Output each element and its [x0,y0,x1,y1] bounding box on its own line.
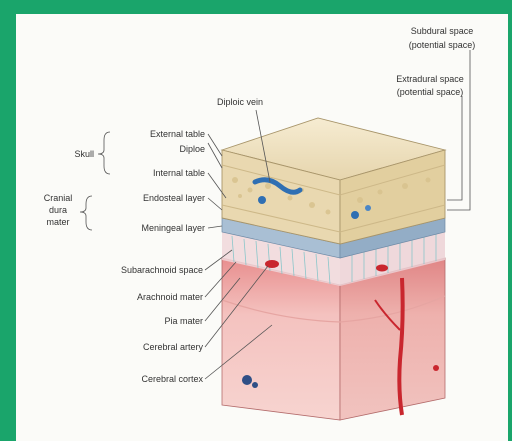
label-extradural-space-line2: (potential space) [397,87,464,97]
label-skull: Skull [74,149,94,159]
label-meningeal-layer: Meningeal layer [141,223,205,233]
label-extradural-space-line1: Extradural space [396,74,464,84]
label-cranial-dura-mater-line2: dura [49,205,67,215]
label-internal-table: Internal table [153,168,205,178]
label-external-table: External table [150,129,205,139]
label-pia-mater: Pia mater [164,316,203,326]
label-subdural-space-line2: (potential space) [409,40,476,50]
label-endosteal-layer: Endosteal layer [143,193,205,203]
label-diploic-vein: Diploic vein [217,97,263,107]
skull-block [222,118,445,244]
label-cranial-dura-mater-line3: mater [46,217,69,227]
label-diploe: Diploe [179,144,205,154]
label-cerebral-artery: Cerebral artery [143,342,204,352]
label-subarachnoid-space: Subarachnoid space [121,265,203,275]
label-cranial-dura-mater-line1: Cranial [44,193,73,203]
label-subdural-space-line1: Subdural space [411,26,474,36]
label-arachnoid-mater: Arachnoid mater [137,292,203,302]
label-cerebral-cortex: Cerebral cortex [141,374,203,384]
